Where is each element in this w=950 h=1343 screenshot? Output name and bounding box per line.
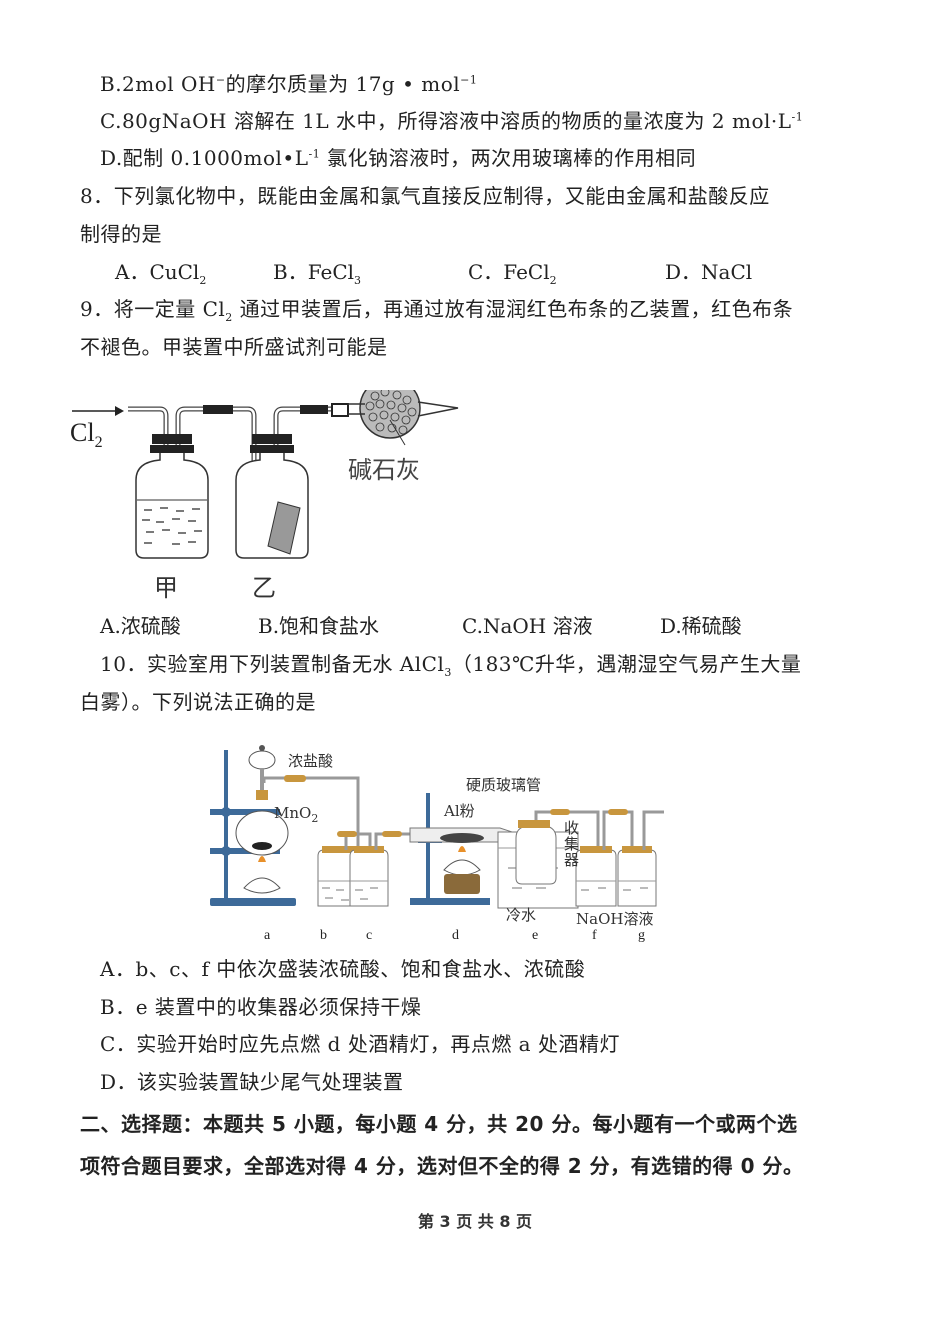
q10-stem-sub: 3 [444, 666, 452, 679]
bottle-yi-label: 乙 [252, 574, 276, 602]
bottle-jia-label: 甲 [154, 574, 178, 602]
section2-header-line2: 项符合题目要求，全部选对得 4 分，选对但不全的得 2 分，有选错的得 0 分。 [80, 1154, 804, 1178]
q7-b-sup: − [215, 73, 226, 87]
q8-option-a: A．CuCl2 [115, 258, 206, 286]
conc-hcl-label: 浓盐酸 [288, 752, 334, 770]
q10-stem-b: （183℃升华，遇潮湿空气易产生大量 [451, 652, 802, 676]
station-f: f [592, 928, 597, 943]
hard-glass-tube-label: 硬质玻璃管 [466, 776, 542, 794]
station-a: a [264, 928, 271, 943]
q8-stem-line1: 8．下列氯化物中，既能由金属和氯气直接反应制得，又能由金属和盐酸反应 [80, 184, 770, 208]
cl2-text: Cl [70, 418, 95, 447]
q7-d-text: D.配制 0.1000mol•L [100, 146, 309, 170]
q7-b-text: B.2mol OH [100, 72, 216, 96]
q7-option-d: D.配制 0.1000mol•L-1 氯化钠溶液时，两次用玻璃棒的作用相同 [100, 144, 696, 172]
q10-stem-a: 10．实验室用下列装置制备无水 AlCl [100, 652, 445, 676]
q8-d-text: D．NaCl [665, 260, 753, 284]
q9-apparatus-figure: Cl2 碱石灰 甲 乙 [60, 377, 480, 610]
q8-c-sub: 2 [549, 274, 557, 287]
cold-water-label: 冷水 [506, 906, 537, 924]
q9-option-d: D.稀硫酸 [660, 614, 742, 638]
q10-option-b: B．e 装置中的收集器必须保持干燥 [100, 995, 422, 1019]
collector-label: 收集器 [564, 819, 580, 869]
q9-stem-line1: 9．将一定量 Cl2 通过甲装置后，再通过放有湿润红色布条的乙装置，红色布条 [80, 295, 793, 323]
q8-a-sub: 2 [199, 274, 207, 287]
q7-option-c: C.80gNaOH 溶解在 1L 水中，所得溶液中溶质的物质的量浓度为 2 mo… [100, 107, 803, 135]
q7-b-mid: 的摩尔质量为 17g • mol [225, 72, 461, 96]
q9-stem-b: 通过甲装置后，再通过放有湿润红色布条的乙装置，红色布条 [232, 297, 794, 321]
section2-header-line1: 二、选择题：本题共 5 小题，每小题 4 分，共 20 分。每小题有一个或两个选 [80, 1112, 798, 1136]
station-c: c [366, 928, 373, 943]
al-powder-label: Al粉 [444, 802, 475, 820]
naoh-solution-label: NaOH溶液 [576, 910, 654, 928]
q10-option-a: A．b、c、f 中依次盛装浓硫酸、饱和食盐水、浓硫酸 [100, 957, 586, 981]
q10-stem-line2: 白雾）。下列说法正确的是 [80, 690, 316, 714]
station-b: b [320, 928, 327, 943]
q9-option-a: A.浓硫酸 [100, 614, 181, 638]
q8-option-c: C．FeCl2 [468, 258, 557, 286]
q7-option-b: B.2mol OH−的摩尔质量为 17g • mol−1 [100, 70, 477, 98]
q7-c-sup: -1 [791, 110, 804, 124]
q9-option-b: B.饱和食盐水 [258, 614, 380, 638]
q9-stem-sub: 2 [225, 311, 233, 324]
mno2-text: MnO [274, 804, 312, 822]
station-g: g [638, 928, 645, 943]
q7-d-suffix: 氯化钠溶液时，两次用玻璃棒的作用相同 [320, 146, 697, 170]
q7-d-sup: -1 [308, 147, 321, 161]
q10-stem-line1: 10．实验室用下列装置制备无水 AlCl3（183℃升华，遇潮湿空气易产生大量 [100, 650, 801, 678]
mno2-sub: 2 [311, 812, 319, 825]
q9-stem-line2: 不褪色。甲装置中所盛试剂可能是 [80, 335, 388, 359]
mno2-label: MnO2 [274, 804, 319, 825]
q7-b-sup2: −1 [460, 73, 478, 87]
q10-option-d: D．该实验装置缺少尾气处理装置 [100, 1070, 404, 1094]
cl2-sub: 2 [94, 434, 103, 452]
alcl3-preparation-apparatus-diagram [210, 745, 664, 909]
page-footer: 第 3 页 共 8 页 [417, 1212, 533, 1231]
q8-c-text: C．FeCl [468, 260, 550, 284]
station-e: e [532, 928, 539, 943]
q7-c-text: C.80gNaOH 溶解在 1L 水中，所得溶液中溶质的物质的量浓度为 2 mo… [100, 109, 792, 133]
q8-option-d: D．NaCl [665, 258, 752, 286]
q10-apparatus-figure: 浓盐酸 MnO2 硬质玻璃管 Al粉 收集器 冷水 NaOH溶液 a b c d… [200, 738, 680, 948]
soda-lime-label: 碱石灰 [348, 456, 420, 484]
q8-stem-line2: 制得的是 [80, 222, 162, 246]
q8-b-text: B．FeCl [273, 260, 355, 284]
cl2-label: Cl2 [70, 418, 103, 452]
q8-b-sub: 3 [354, 274, 362, 287]
q8-option-b: B．FeCl3 [273, 258, 361, 286]
gas-washing-apparatus-diagram [72, 377, 459, 559]
q10-option-c: C．实验开始时应先点燃 d 处酒精灯，再点燃 a 处酒精灯 [100, 1032, 620, 1056]
q8-a-text: A．CuCl [115, 260, 200, 284]
q9-option-c: C.NaOH 溶液 [462, 614, 593, 638]
q9-stem-a: 9．将一定量 Cl [80, 297, 226, 321]
station-d: d [452, 928, 459, 943]
